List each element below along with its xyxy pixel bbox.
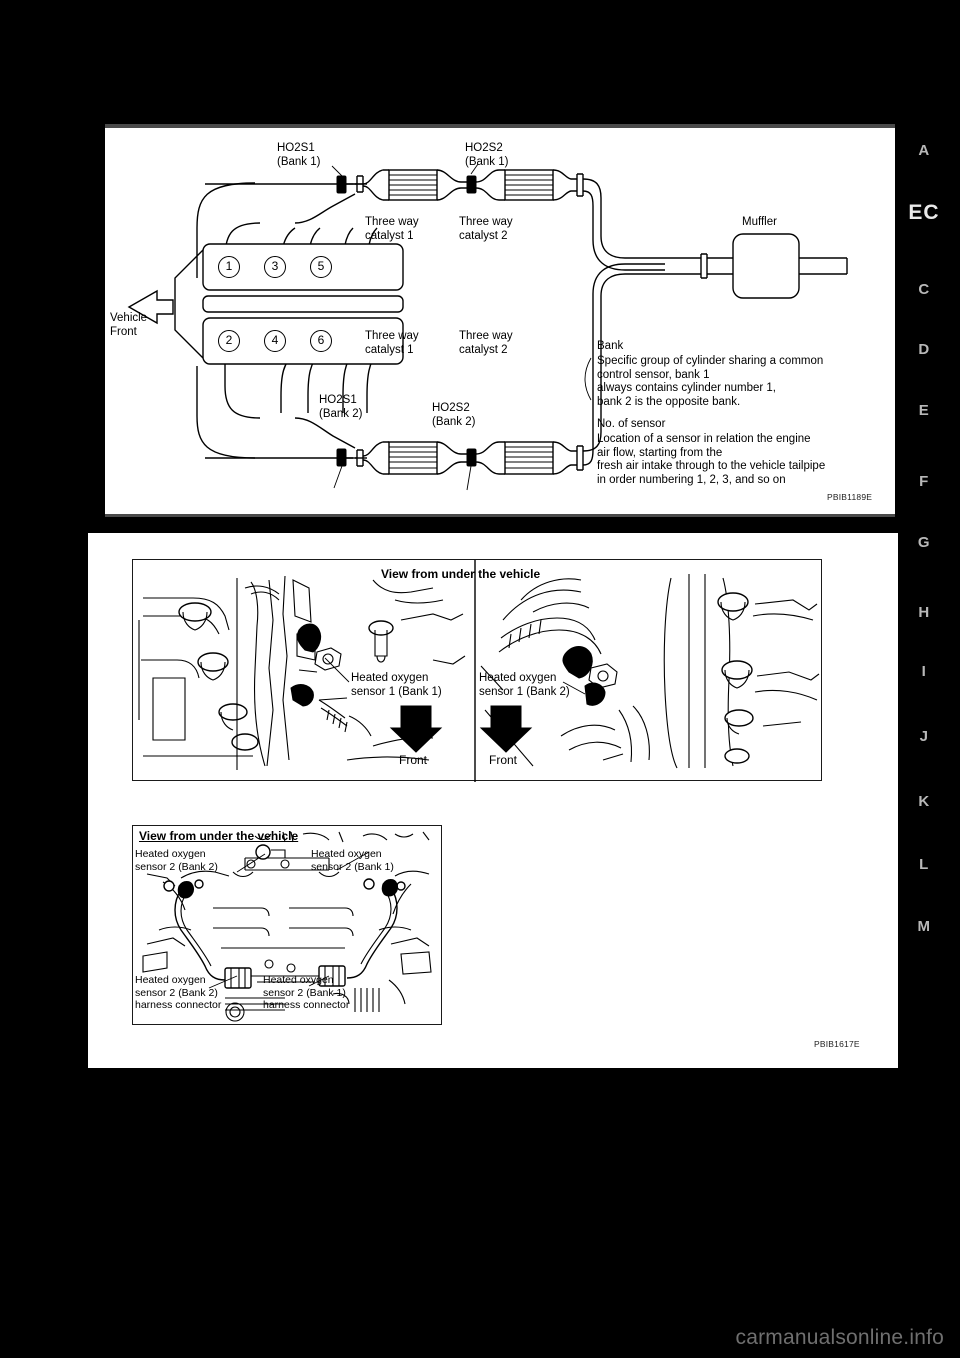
sidebar-tab-ec[interactable]: EC bbox=[908, 201, 940, 224]
callout-heated-oxygen-sensor-2-bank-1-top: Heated oxygen sensor 2 (Bank 1) bbox=[311, 848, 394, 873]
sidebar-tab-d[interactable]: D bbox=[918, 341, 930, 358]
cylinder-number-4: 4 bbox=[264, 330, 286, 352]
callout-heated-oxygen-sensor-2-bank-2-top: Heated oxygen sensor 2 (Bank 2) bbox=[135, 848, 218, 873]
sidebar-tab-l[interactable]: L bbox=[919, 856, 929, 873]
sidebar-tab-h[interactable]: H bbox=[918, 604, 930, 621]
callout-heated-oxygen-sensor-1-bank-1: Heated oxygen sensor 1 (Bank 1) bbox=[351, 672, 442, 698]
sensor2-figure-title: View from under the vehicle bbox=[139, 829, 299, 843]
cylinder-number-1: 1 bbox=[218, 256, 240, 278]
exhaust-system-artwork bbox=[127, 163, 848, 491]
label-ho2s2-bank1: HO2S2 (Bank 1) bbox=[465, 142, 509, 168]
exhaust-schematic-panel: 1 3 5 2 4 6 HO2S1 (Bank 1) HO2S2 (Bank 1… bbox=[105, 128, 895, 514]
note-bank-title: Bank bbox=[597, 340, 624, 352]
sidebar-tab-e[interactable]: E bbox=[918, 402, 930, 419]
top-panel-shadow-bottom bbox=[105, 512, 895, 517]
figure-heated-oxygen-sensor-1: View from under the vehicle Heated oxyge… bbox=[132, 559, 822, 782]
sidebar-tab-k[interactable]: K bbox=[918, 793, 930, 810]
callout-heated-oxygen-sensor-2-bank-1-harness: Heated oxygen sensor 2 (Bank 1) harness … bbox=[263, 974, 350, 1011]
label-three-way-catalyst-1-upper: Three way catalyst 1 bbox=[365, 216, 419, 242]
sidebar-tab-f[interactable]: F bbox=[919, 473, 929, 490]
section-tab-sidebar: A EC C D E F G H I J K L M bbox=[888, 0, 960, 1358]
label-ho2s1-bank1: HO2S1 (Bank 1) bbox=[277, 142, 321, 168]
note-bank-body: Specific group of cylinder sharing a com… bbox=[597, 355, 824, 408]
label-three-way-catalyst-2-upper: Three way catalyst 2 bbox=[459, 216, 513, 242]
sidebar-tab-j[interactable]: J bbox=[919, 728, 929, 745]
cylinder-number-3: 3 bbox=[264, 256, 286, 278]
label-muffler: Muffler bbox=[742, 216, 777, 228]
label-ho2s2-bank2: HO2S2 (Bank 2) bbox=[432, 402, 476, 428]
cylinder-number-2: 2 bbox=[218, 330, 240, 352]
sensor2-artwork bbox=[142, 831, 432, 1022]
label-three-way-catalyst-1-lower: Three way catalyst 1 bbox=[365, 330, 419, 356]
label-three-way-catalyst-2-lower: Three way catalyst 2 bbox=[459, 330, 513, 356]
sensor1-artwork bbox=[138, 560, 820, 782]
sidebar-tab-c[interactable]: C bbox=[918, 281, 930, 298]
sensor1-figure-title: View from under the vehicle bbox=[381, 567, 541, 581]
figure-id-exhaust: PBIB1189E bbox=[827, 492, 873, 502]
figure-id-sensor2: PBIB1617E bbox=[814, 1039, 860, 1049]
cylinder-number-6: 6 bbox=[310, 330, 332, 352]
top-panel-shadow bbox=[105, 124, 895, 129]
site-watermark: carmanualsonline.info bbox=[735, 1326, 944, 1349]
cylinder-number-5: 5 bbox=[310, 256, 332, 278]
sidebar-tab-a[interactable]: A bbox=[918, 142, 930, 159]
sidebar-tab-g[interactable]: G bbox=[917, 534, 931, 551]
front-label-right: Front bbox=[489, 753, 518, 767]
label-vehicle-front: Vehicle Front bbox=[110, 312, 148, 338]
callout-heated-oxygen-sensor-1-bank-2: Heated oxygen sensor 1 (Bank 2) bbox=[479, 672, 570, 698]
note-sensor-body: Location of a sensor in relation the eng… bbox=[597, 433, 826, 486]
label-ho2s1-bank2: HO2S1 (Bank 2) bbox=[319, 394, 363, 420]
sensor-location-panel: View from under the vehicle Heated oxyge… bbox=[88, 533, 898, 1068]
callout-heated-oxygen-sensor-2-bank-2-harness: Heated oxygen sensor 2 (Bank 2) harness … bbox=[135, 974, 222, 1011]
front-label-left: Front bbox=[399, 753, 428, 767]
sidebar-tab-m[interactable]: M bbox=[917, 918, 931, 935]
sidebar-tab-i[interactable]: I bbox=[921, 663, 927, 680]
note-sensor-title: No. of sensor bbox=[597, 418, 666, 430]
figure-heated-oxygen-sensor-2: View from under the vehicle Heated oxyge… bbox=[132, 825, 442, 1025]
